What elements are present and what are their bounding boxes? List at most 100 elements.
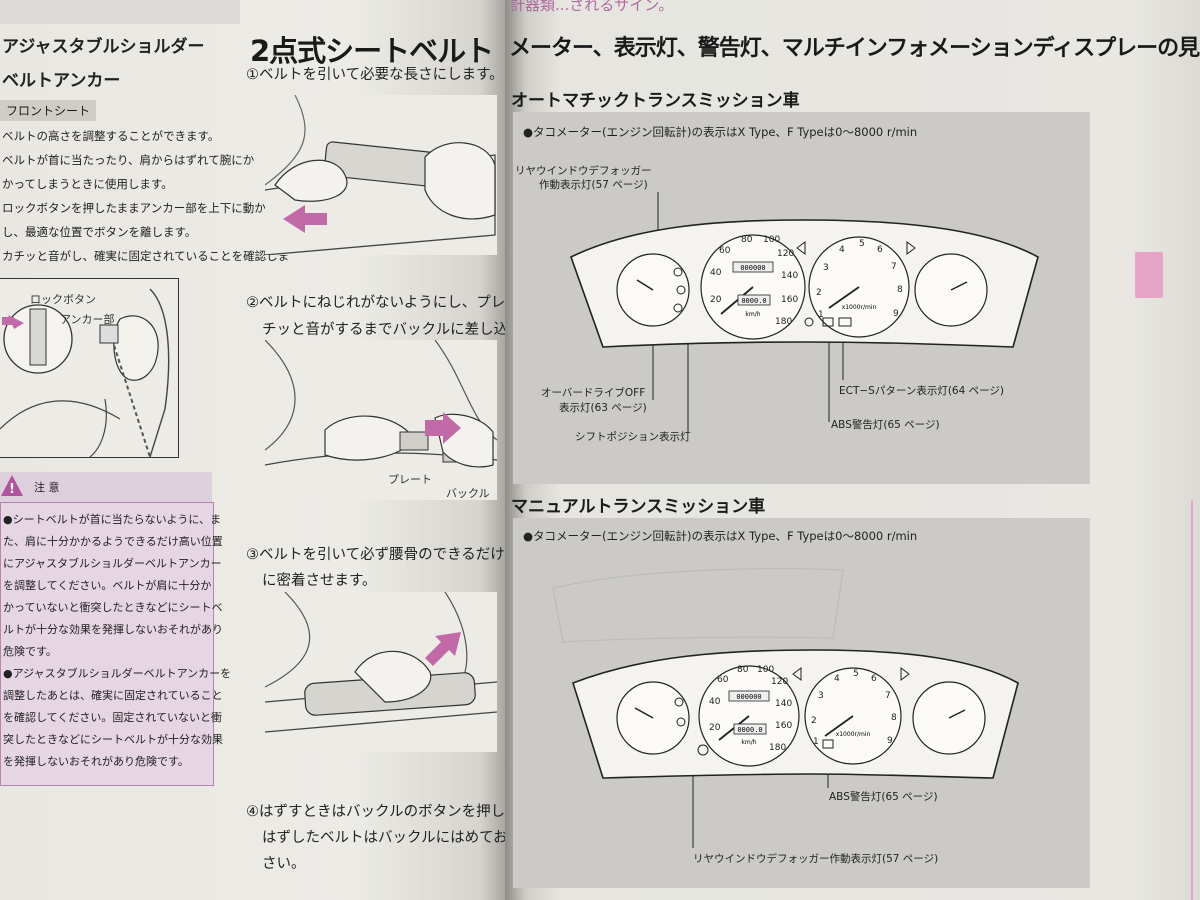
mt-speed-unit: km/h — [741, 739, 756, 746]
right-page: 計器類...されるサイン。 メーター、表示灯、警告灯、マルチインフォメーションデ… — [505, 0, 1200, 900]
warning-line-8: ●アジャスタブルショルダーベルトアンカーを — [3, 667, 232, 680]
mt-speed-tick-20: 20 — [709, 723, 721, 733]
at-tacho-tick-9: 9 — [893, 309, 899, 319]
label-buckle: バックル — [446, 487, 490, 500]
at-callout-shift: シフトポジション表示灯 — [575, 431, 691, 443]
label-plate: プレート — [388, 473, 432, 486]
seat-anchor-illustration — [0, 278, 179, 458]
mt-defogger-lamp — [697, 744, 709, 756]
at-speed-tick-20: 20 — [710, 295, 722, 305]
mt-callout-abs: ABS警告灯(65 ページ) — [829, 791, 938, 803]
mt-tacho-tick-9: 9 — [887, 736, 893, 746]
step-2-illustration — [264, 339, 498, 500]
at-speed-tick-160: 160 — [781, 295, 798, 305]
at-abs-lamp — [822, 317, 834, 327]
at-turn-left-icon — [796, 241, 806, 255]
mt-speed-tick-60: 60 — [717, 675, 729, 685]
step-1-illustration — [264, 94, 497, 256]
at-tacho-tick-1: 1 — [818, 310, 824, 320]
at-indicator-4 — [804, 317, 814, 327]
step-4-line-3: さい。 — [262, 856, 306, 872]
warning-line-9: 調整したあとは、確実に固定されていること — [3, 689, 223, 702]
mt-speed-tick-180: 180 — [769, 743, 786, 753]
at-callout-defogger-line2: 作動表示灯(57 ページ) — [539, 179, 648, 191]
step-3-illustration — [264, 591, 498, 752]
at-callout-defogger-line1: リヤウインドウデフォッガー — [515, 165, 652, 177]
warning-line-10: を確認してください。固定されていないと衝 — [3, 711, 223, 724]
warning-line-11: 突したときなどにシートベルトが十分な効果 — [3, 733, 223, 746]
mt-odometer: 000000 — [736, 693, 761, 701]
mt-speed-tick-160: 160 — [775, 721, 792, 731]
mt-panel: ●タコメーター(エンジン回転計)の表示はX Type、F Typeは0～8000… — [513, 518, 1090, 888]
at-callout-od-line1: オーバードライブOFF — [541, 387, 646, 399]
left-heading-line1: アジャスタブルショルダー — [2, 37, 205, 57]
left-body-line-3: かってしまうときに使用します。 — [2, 177, 173, 191]
mt-callout-defogger: リヤウインドウデフォッガー作動表示灯(57 ページ) — [693, 853, 939, 865]
warning-line-1: ●シートベルトが首に当たらないように、ま — [3, 513, 222, 526]
at-tacho-tick-5: 5 — [859, 239, 865, 249]
step-3-line-2: に密着させます。 — [262, 573, 377, 589]
at-note: ●タコメーター(エンジン回転計)の表示はX Type、F Typeは0～8000… — [523, 125, 918, 139]
at-callout-od-line2: 表示灯(63 ページ) — [559, 402, 647, 414]
faded-top-banner — [0, 0, 240, 24]
at-tacho-tick-8: 8 — [897, 285, 903, 295]
at-speed-tick-60: 60 — [719, 246, 731, 256]
at-panel: ●タコメーター(エンジン回転計)の表示はX Type、F Typeは0～8000… — [513, 112, 1090, 484]
mt-speed-tick-80: 80 — [737, 665, 749, 675]
step-1-text: ①ベルトを引いて必要な長さにします。 — [246, 67, 504, 83]
seat-anchor-drawing — [0, 288, 170, 458]
step-2-line-2: チッと音がするまでバックルに差し込みます — [262, 322, 505, 338]
left-heading-line2: ベルトアンカー — [2, 71, 121, 91]
mt-tacho-tick-2: 2 — [811, 716, 817, 726]
mt-speed-tick-100: 100 — [757, 665, 774, 675]
mt-abs-lamp — [822, 739, 834, 749]
warning-header: ! 注 意 — [0, 472, 212, 502]
mt-tripmeter: 0000.0 — [737, 726, 762, 734]
left-body-line-6: カチッと音がし、確実に固定されていることを確認しま — [2, 249, 290, 263]
mt-tacho-tick-5: 5 — [853, 669, 859, 679]
at-indicator-3 — [673, 303, 683, 313]
warning-title: 注 意 — [34, 481, 60, 494]
mt-tacho-tick-4: 4 — [834, 674, 840, 684]
warning-line-5: かっていないと衝突したときなどにシートベ — [3, 601, 223, 614]
mt-turn-right-icon — [900, 667, 910, 681]
warning-line-12: を発揮しないおそれがあり危険です。 — [3, 755, 189, 768]
left-body-line-1: ベルトの高さを調整することができます。 — [2, 129, 220, 143]
at-tacho-tick-6: 6 — [877, 245, 883, 255]
svg-text:!: ! — [9, 482, 15, 497]
mt-tacho-tick-7: 7 — [885, 691, 891, 701]
mt-note: ●タコメーター(エンジン回転計)の表示はX Type、F Typeは0～8000… — [523, 529, 918, 543]
chapter-index-tab — [1135, 252, 1163, 298]
middle-title: 2点式シートベルト — [250, 34, 494, 68]
at-speed-tick-40: 40 — [710, 268, 722, 278]
top-fragment-text: 計器類...されるサイン。 — [510, 0, 674, 14]
step-4-line-1: ④はずすときはバックルのボタンを押します — [246, 804, 505, 820]
at-tacho-tick-7: 7 — [891, 262, 897, 272]
label-anchor: アンカー部 — [60, 313, 115, 326]
at-callout-ects: ECT−Sパターン表示灯(64 ページ) — [839, 385, 1004, 397]
mt-speed-tick-40: 40 — [709, 697, 721, 707]
at-indicator-1 — [673, 267, 683, 277]
warning-box: ●シートベルトが首に当たらないように、ま た、肩に十分かかるようできるだけ高い位… — [0, 502, 231, 786]
mt-speed-tick-140: 140 — [775, 699, 792, 709]
warning-icon: ! — [1, 475, 23, 497]
warning-line-3: にアジャスタブルショルダーベルトアンカー — [3, 557, 222, 570]
mt-indicator-2 — [676, 717, 686, 727]
mt-tacho-tick-6: 6 — [871, 674, 877, 684]
warning-line-7: 危険です。 — [3, 645, 57, 658]
at-indicator-2 — [676, 285, 686, 295]
at-speed-tick-80: 80 — [741, 235, 753, 245]
step-3-drawing — [264, 591, 498, 733]
at-speed-tick-180: 180 — [775, 317, 792, 327]
left-body-line-5: し、最適な位置でボタンを離します。 — [2, 225, 197, 239]
step-1-drawing — [264, 94, 496, 256]
left-body-line-4: ロックボタンを押したままアンカー部を上下に動か — [2, 201, 266, 215]
warning-line-6: ルトが十分な効果を発揮しないおそれがあり — [3, 623, 223, 636]
at-turn-right-icon — [906, 241, 916, 255]
warning-line-2: た、肩に十分かかるようできるだけ高い位置 — [3, 535, 223, 548]
at-tripmeter: 0000.0 — [741, 297, 766, 305]
mt-heading: マニュアルトランスミッション車 — [511, 497, 766, 517]
at-cluster-drawing: 20 40 60 80 100 120 140 160 180 1 2 3 4 … — [570, 192, 1039, 432]
mt-tacho-tick-8: 8 — [891, 713, 897, 723]
mt-turn-left-icon — [792, 667, 802, 681]
